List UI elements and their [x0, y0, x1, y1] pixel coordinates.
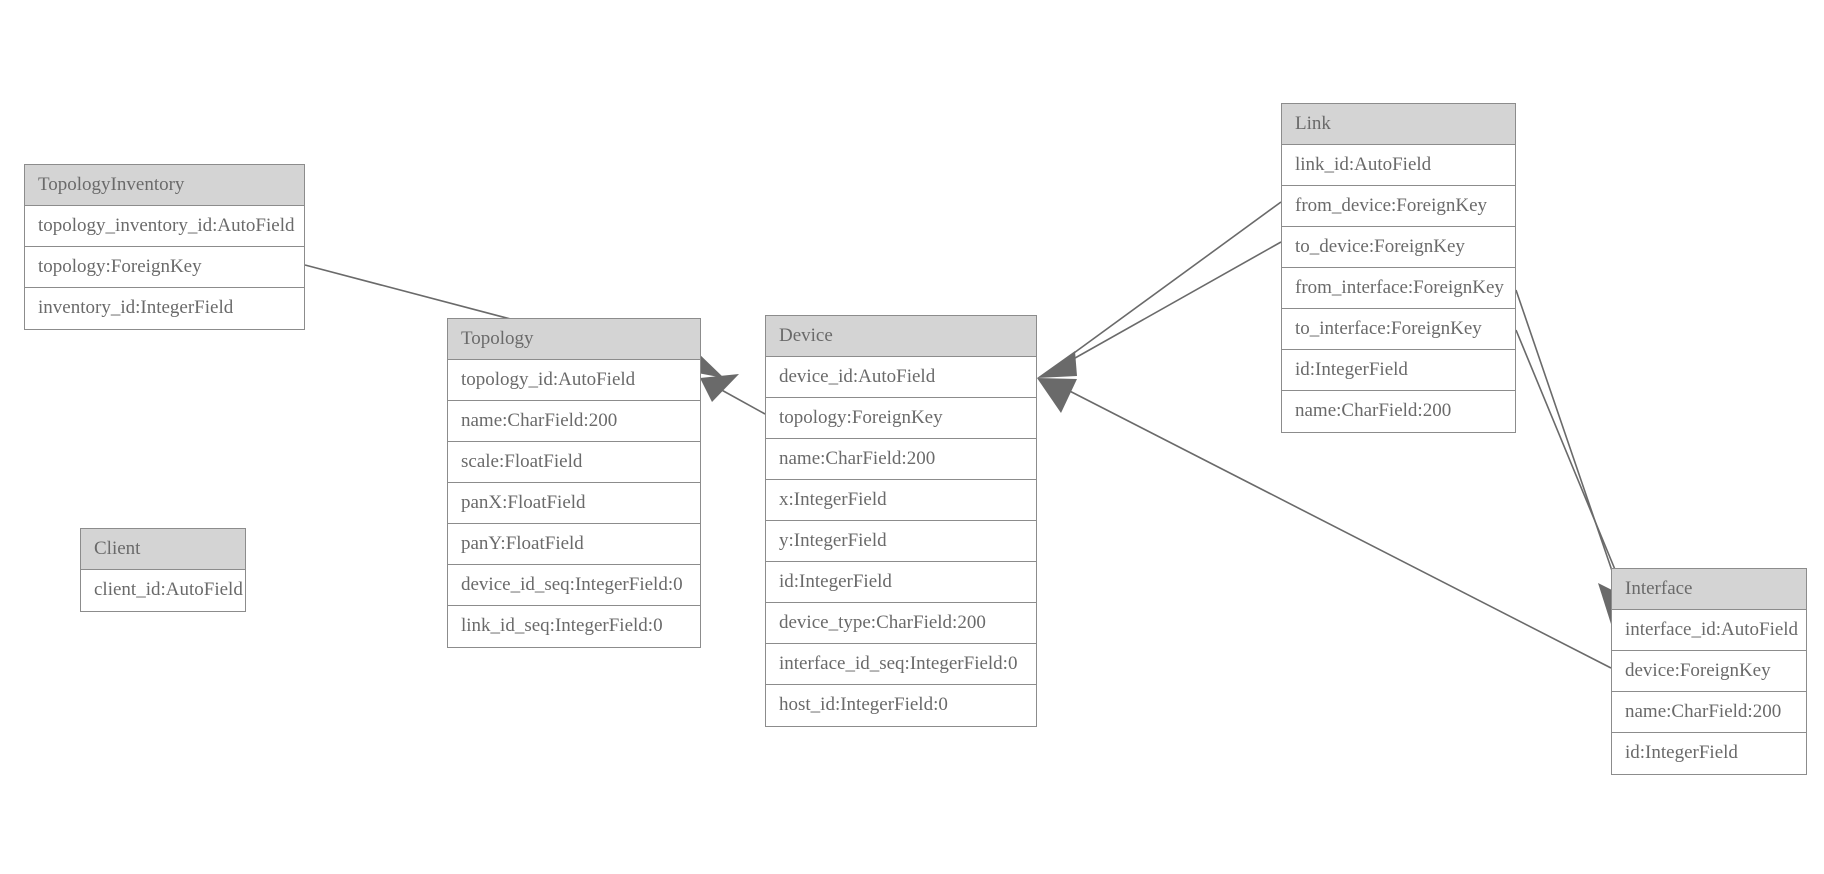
edge-device-topology — [700, 374, 766, 415]
entity-client[interactable]: Client client_id:AutoField — [80, 528, 246, 612]
field-row[interactable]: panX:FloatField — [448, 483, 700, 524]
entity-link[interactable]: Link link_id:AutoField from_device:Forei… — [1281, 103, 1516, 433]
field-row[interactable]: id:IntegerField — [1282, 350, 1515, 391]
field-row[interactable]: id:IntegerField — [1612, 733, 1806, 774]
field-row[interactable]: id:IntegerField — [766, 562, 1036, 603]
field-row[interactable]: name:CharField:200 — [1612, 692, 1806, 733]
field-row[interactable]: to_interface:ForeignKey — [1282, 309, 1515, 350]
edge-link-from_device — [1051, 201, 1282, 370]
field-row[interactable]: topology_inventory_id:AutoField — [25, 206, 304, 247]
entity-interface[interactable]: Interface interface_id:AutoField device:… — [1611, 568, 1807, 775]
field-row[interactable]: link_id_seq:IntegerField:0 — [448, 606, 700, 647]
entity-title-topology: Topology — [448, 319, 700, 360]
field-row[interactable]: topology_id:AutoField — [448, 360, 700, 401]
field-row[interactable]: panY:FloatField — [448, 524, 700, 565]
field-row[interactable]: from_interface:ForeignKey — [1282, 268, 1515, 309]
field-row[interactable]: device_type:CharField:200 — [766, 603, 1036, 644]
field-row[interactable]: name:CharField:200 — [766, 439, 1036, 480]
field-row[interactable]: scale:FloatField — [448, 442, 700, 483]
entity-title-link: Link — [1282, 104, 1515, 145]
field-row[interactable]: y:IntegerField — [766, 521, 1036, 562]
field-row[interactable]: device_id_seq:IntegerField:0 — [448, 565, 700, 606]
entity-topology[interactable]: Topology topology_id:AutoField name:Char… — [447, 318, 701, 648]
field-row[interactable]: interface_id:AutoField — [1612, 610, 1806, 651]
edge-link-to_interface — [1515, 329, 1629, 602]
field-row[interactable]: from_device:ForeignKey — [1282, 186, 1515, 227]
edge-link-to_device — [1051, 241, 1282, 372]
field-row[interactable]: to_device:ForeignKey — [1282, 227, 1515, 268]
field-row[interactable]: device_id:AutoField — [766, 357, 1036, 398]
field-row[interactable]: name:CharField:200 — [448, 401, 700, 442]
field-row[interactable]: topology:ForeignKey — [25, 247, 304, 288]
entity-topology-inventory[interactable]: TopologyInventory topology_inventory_id:… — [24, 164, 305, 330]
field-row[interactable]: link_id:AutoField — [1282, 145, 1515, 186]
arrowhead-device-cluster — [1037, 351, 1077, 413]
field-row[interactable]: device:ForeignKey — [1612, 651, 1806, 692]
field-row[interactable]: inventory_id:IntegerField — [25, 288, 304, 329]
entity-title-interface: Interface — [1612, 569, 1806, 610]
entity-title-client: Client — [81, 529, 245, 570]
field-row[interactable]: host_id:IntegerField:0 — [766, 685, 1036, 726]
field-row[interactable]: topology:ForeignKey — [766, 398, 1036, 439]
entity-title-topology-inventory: TopologyInventory — [25, 165, 304, 206]
field-row[interactable]: client_id:AutoField — [81, 570, 245, 611]
entity-device[interactable]: Device device_id:AutoField topology:Fore… — [765, 315, 1037, 727]
field-row[interactable]: interface_id_seq:IntegerField:0 — [766, 644, 1036, 685]
entity-title-device: Device — [766, 316, 1036, 357]
field-row[interactable]: name:CharField:200 — [1282, 391, 1515, 432]
field-row[interactable]: x:IntegerField — [766, 480, 1036, 521]
edge-link-from_interface — [1515, 289, 1623, 601]
